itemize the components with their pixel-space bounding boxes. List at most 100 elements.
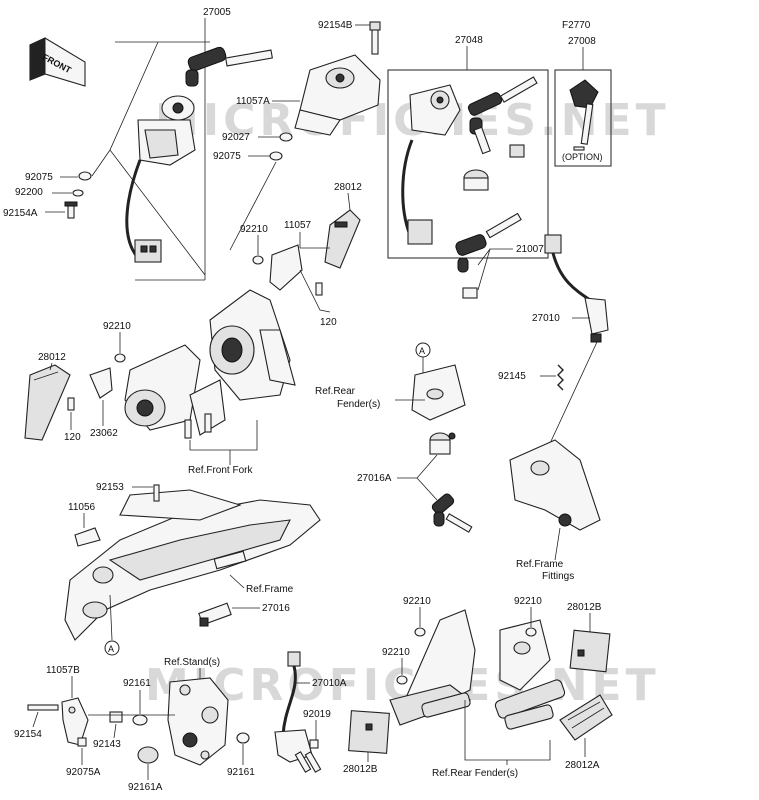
- seat-lock-cable-27016: [198, 602, 232, 627]
- label-92019: 92019: [303, 709, 331, 720]
- bolt-120-left: [67, 397, 75, 411]
- label-92075-center: 92075: [213, 151, 241, 162]
- ref-rear-fender-bottom: Ref.Rear Fender(s): [432, 768, 518, 779]
- stand-switch-27010a: [274, 651, 322, 773]
- collar-92161a: [137, 746, 159, 764]
- nut-92210-d: [396, 675, 408, 685]
- label-28012B-right: 28012B: [567, 602, 602, 613]
- label-27048: 27048: [455, 35, 483, 46]
- label-92154B: 92154B: [318, 20, 353, 31]
- label-F2770: F2770: [562, 20, 591, 31]
- label-28012B-left: 28012B: [343, 764, 378, 775]
- label-92143: 92143: [93, 739, 121, 750]
- reflector-28012-left: [24, 364, 71, 441]
- label-92210-c: 92210: [403, 596, 431, 607]
- rear-reflector-bracket: [389, 609, 566, 730]
- label-21007: 21007: [516, 244, 544, 255]
- seat-lock-27016a: [429, 432, 473, 533]
- label-11056: 11056: [68, 502, 96, 513]
- label-92210-d: 92210: [382, 647, 410, 658]
- collar-92143: [109, 711, 123, 723]
- nut-92210-b: [114, 353, 126, 363]
- callout-a-upper-text: A: [419, 346, 425, 356]
- label-27016: 27016: [262, 603, 290, 614]
- rear-fender-plate-upper: [411, 364, 466, 421]
- label-92200: 92200: [15, 187, 43, 198]
- label-92161-b: 92161: [227, 767, 255, 778]
- label-92210-e: 92210: [514, 596, 542, 607]
- bolt-92154: [27, 704, 59, 711]
- front-arrow-icon: [29, 37, 86, 87]
- label-92153: 92153: [96, 482, 124, 493]
- label-27010A: 27010A: [312, 678, 347, 689]
- callout-a-lower: [104, 640, 120, 656]
- label-92210-a: 92210: [240, 224, 268, 235]
- label-92145: 92145: [498, 371, 526, 382]
- label-92210-b: 92210: [103, 321, 131, 332]
- ref-rear-fender-top-2: Fender(s): [337, 399, 380, 410]
- key-blank-27008: [569, 79, 599, 151]
- label-23062: 23062: [90, 428, 118, 439]
- bolt-92154a: [64, 201, 78, 219]
- label-11057: 11057: [284, 220, 312, 231]
- reflector-28012b-right: [569, 629, 611, 673]
- washer-92200: [72, 189, 84, 197]
- spring-92145: [557, 364, 564, 391]
- bracket-23062: [89, 367, 113, 399]
- option-label: (OPTION): [562, 152, 603, 162]
- washer-92075-left: [78, 171, 92, 181]
- nut-92210-c: [414, 627, 426, 637]
- bolt-92019: [309, 739, 319, 749]
- washer-92161-a: [132, 714, 148, 726]
- washer-92075-center: [269, 151, 283, 161]
- ref-frame: Ref.Frame: [246, 584, 294, 595]
- label-92161A: 92161A: [128, 782, 163, 793]
- ref-frame-fittings-1: Ref.Frame: [516, 559, 564, 570]
- key-set-box: [387, 69, 549, 259]
- label-92075-left: 92075: [25, 172, 53, 183]
- label-92161-a: 92161: [123, 678, 151, 689]
- bolt-92153: [153, 484, 160, 502]
- label-27005: 27005: [203, 7, 231, 18]
- label-28012-left: 28012: [38, 352, 66, 363]
- label-27016A: 27016A: [357, 473, 392, 484]
- callout-a-lower-text: A: [108, 644, 114, 654]
- label-28012A: 28012A: [565, 760, 600, 771]
- nut-92210-a: [252, 255, 264, 265]
- label-27010: 27010: [532, 313, 560, 324]
- ref-rear-fender-top-1: Ref.Rear: [315, 386, 356, 397]
- label-120-upper: 120: [320, 317, 337, 328]
- front-fork-bracket: [124, 289, 296, 439]
- switch-bracket-11057a: [294, 21, 381, 136]
- frame-fittings-bracket: [509, 439, 601, 531]
- reflector-28012-upper: [324, 209, 361, 269]
- ref-frame-fittings-2: Fittings: [542, 571, 574, 582]
- label-27008: 27008: [568, 36, 596, 47]
- ignition-switch-assy: [109, 41, 273, 281]
- label-92154A: 92154A: [3, 208, 38, 219]
- washer-92161-b: [236, 732, 250, 744]
- key-21007: [455, 212, 522, 299]
- reflector-28012a: [559, 694, 613, 741]
- ref-front-fork: Ref.Front Fork: [188, 465, 253, 476]
- label-11057B: 11057B: [46, 665, 80, 676]
- label-92075A: 92075A: [66, 767, 101, 778]
- key-set-27048: [401, 76, 538, 245]
- label-92027: 92027: [222, 132, 250, 143]
- ref-stand: Ref.Stand(s): [164, 657, 220, 668]
- label-120-left: 120: [64, 432, 81, 443]
- stand-switch-bracket: [167, 677, 229, 766]
- washer-92027: [279, 132, 293, 142]
- nut-92210-e: [525, 627, 537, 637]
- bracket-11056: [74, 527, 101, 547]
- bracket-11057: [269, 244, 303, 291]
- label-92154: 92154: [14, 729, 42, 740]
- frame-assembly: [64, 489, 321, 641]
- label-11057A: 11057A: [236, 96, 270, 107]
- nut-92075a: [77, 737, 87, 747]
- reflector-28012b-left: [348, 710, 390, 754]
- sensor-27010: [544, 234, 609, 343]
- bolt-120-upper: [315, 282, 323, 296]
